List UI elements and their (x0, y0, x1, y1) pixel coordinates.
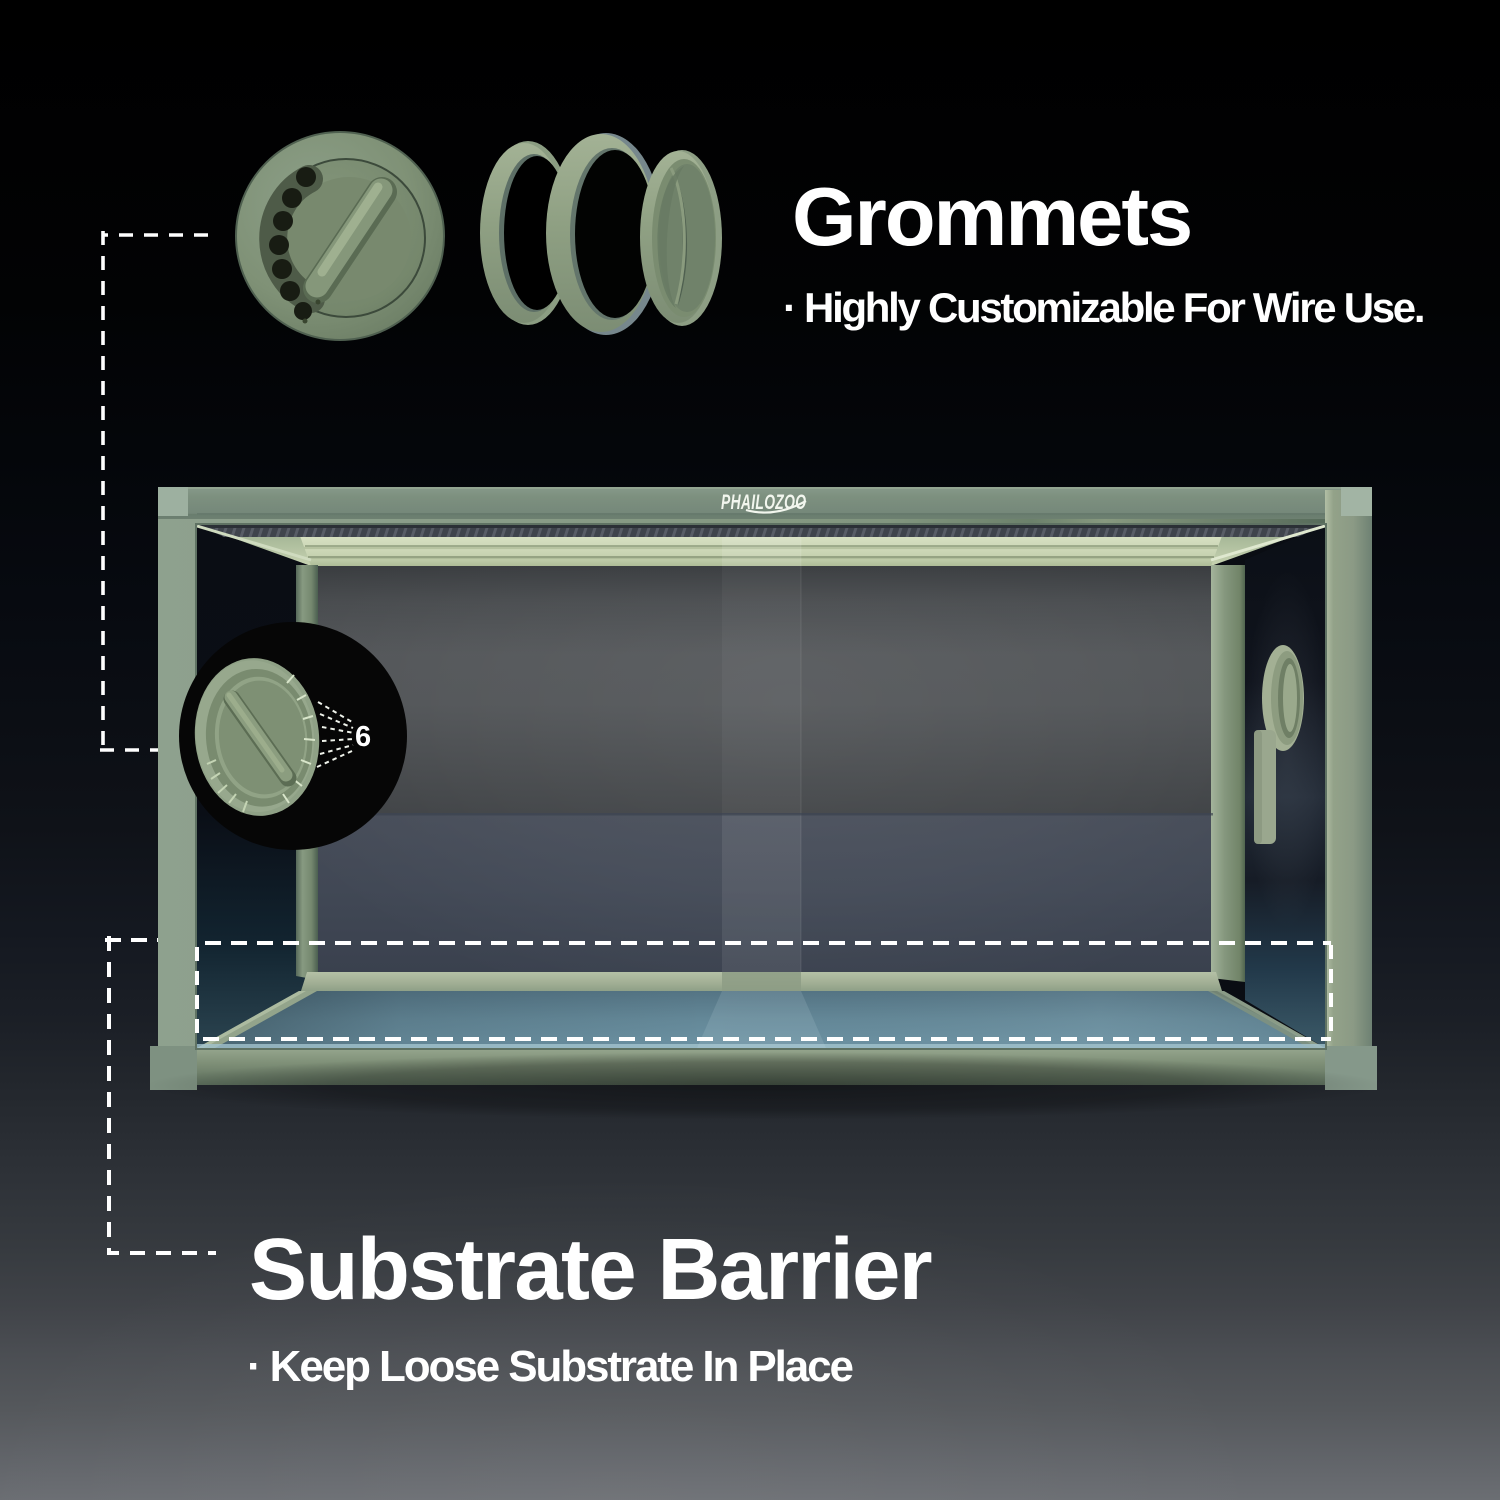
svg-text:6: 6 (355, 721, 371, 753)
svg-text:PHAILOZOO: PHAILOZOO (721, 490, 806, 514)
